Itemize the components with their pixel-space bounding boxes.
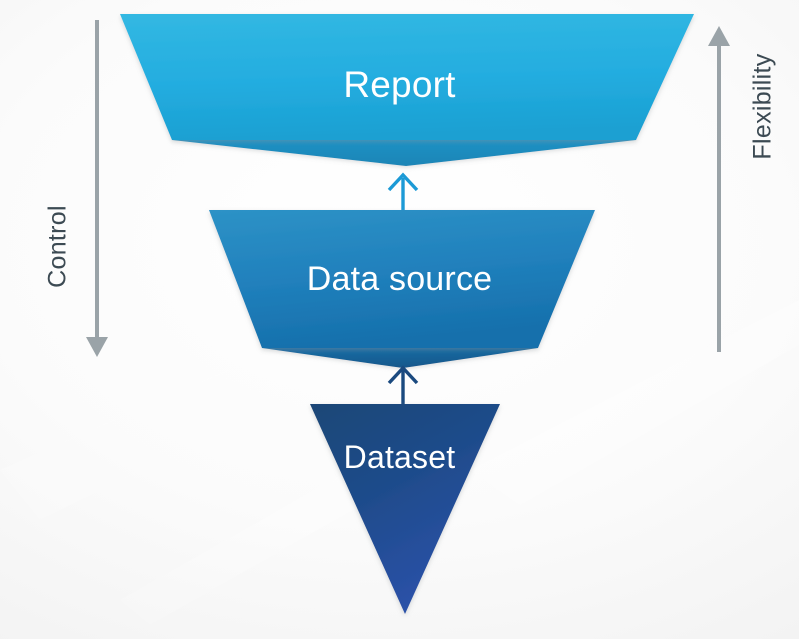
control-axis-arrowhead-down bbox=[86, 337, 108, 357]
report-shadow-band bbox=[172, 140, 636, 166]
report-trapezoid bbox=[120, 14, 694, 140]
stage-dataset[interactable] bbox=[310, 404, 500, 614]
flexibility-axis bbox=[708, 26, 730, 352]
connector-dataset-to-data-source-icon bbox=[387, 365, 419, 408]
stage-report[interactable] bbox=[120, 14, 694, 166]
flexibility-axis-arrowhead-up bbox=[708, 26, 730, 46]
control-axis bbox=[86, 20, 108, 357]
data-source-shadow-band bbox=[262, 348, 538, 368]
connector-data-source-to-report-icon bbox=[387, 172, 419, 216]
data-source-trapezoid bbox=[209, 210, 595, 348]
stage-data-source[interactable] bbox=[209, 210, 595, 368]
dataset-triangle bbox=[310, 404, 500, 614]
